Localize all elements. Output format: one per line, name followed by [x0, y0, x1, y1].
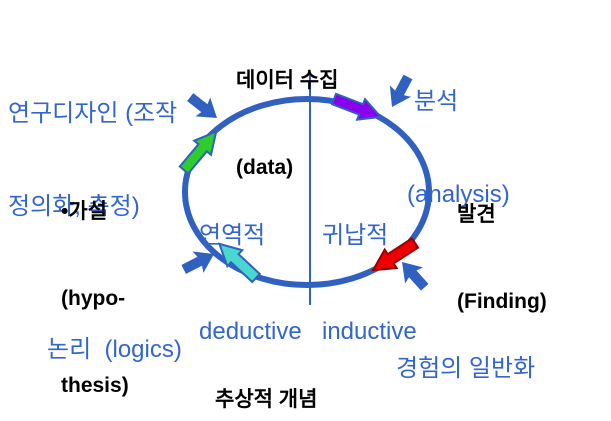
deductive-korean: 연역적: [199, 222, 266, 249]
finding-korean: 발견: [457, 203, 496, 226]
hypothesis-line3: thesis): [61, 374, 129, 397]
inductive-label: 귀납적 inductive: [322, 156, 417, 412]
generalization-pointer-arrow-icon: [402, 262, 429, 291]
analysis-english: (analysis): [407, 181, 510, 208]
hypothesis-line2: (hypo-: [61, 287, 126, 310]
cyan-cycle-arrow-icon: [217, 242, 262, 284]
logics-pointer-arrow-icon: [181, 251, 214, 274]
analysis-korean: 분석: [414, 88, 459, 115]
finding-english: (Finding): [457, 290, 547, 313]
red-cycle-arrow-icon: [371, 237, 420, 272]
hypothesis-line1: •가설: [61, 200, 107, 223]
green-cycle-arrow-icon: [178, 130, 218, 175]
concept-line1: 추상적 개념: [215, 388, 318, 411]
research-design-line1: 연구디자인 (조작: [8, 100, 178, 127]
purple-cycle-arrow-icon: [330, 92, 383, 121]
generalization-label: 경험의 일반화 (Generalization): [396, 289, 567, 421]
analysis-pointer-arrow-icon: [389, 74, 413, 107]
inductive-english: inductive: [322, 318, 417, 345]
data-label: 데이터 수집 (data): [236, 8, 338, 240]
inductive-korean: 귀납적: [322, 222, 389, 249]
data-label-korean: 데이터 수집: [236, 69, 339, 92]
concept-label: 추상적 개념 (concept, law, theory): [215, 327, 331, 421]
finding-label: 발견 (Finding): [457, 142, 547, 374]
analysis-label: 분석 (analysis): [407, 24, 510, 272]
deductive-label: 연역적 deductive: [199, 156, 302, 412]
deductive-english: deductive: [199, 318, 302, 345]
research-design-label: 연구디자인 (조작 정의화, 측정): [8, 36, 177, 284]
logics-text: 논리 (logics): [47, 336, 182, 363]
research-design-line2: 정의화, 측정): [8, 193, 140, 220]
research-design-pointer-arrow-icon: [187, 93, 217, 118]
logics-label: 논리 (logics): [47, 272, 182, 421]
data-label-english: (data): [236, 156, 294, 179]
hypothesis-label: •가설 (hypo- thesis): [61, 139, 129, 421]
cycle-ellipse: [182, 96, 432, 288]
generalization-korean: 경험의 일반화: [396, 355, 536, 382]
